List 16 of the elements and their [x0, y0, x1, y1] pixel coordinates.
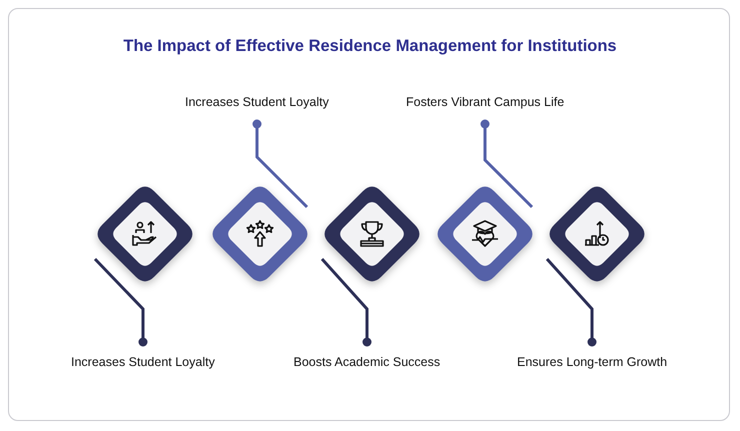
leader-line [94, 258, 148, 346]
benefit-label: Increases Student Loyalty [71, 354, 215, 370]
diamond-badge [324, 186, 420, 282]
benefit-label: Ensures Long-term Growth [517, 354, 668, 370]
benefit-label: Fosters Vibrant Campus Life [406, 94, 564, 110]
diamond-badge [550, 186, 644, 282]
benefit-label: Increases Student Loyalty [185, 94, 329, 110]
leader-line [320, 258, 372, 346]
diamond-badge [212, 186, 308, 282]
leader-line [252, 120, 308, 208]
title: The Impact of Effective Residence Management for Institutions [122, 37, 618, 56]
benefit-label: Boosts Academic Success [294, 354, 440, 370]
leader-line [480, 120, 534, 208]
diamond-badge [438, 186, 532, 282]
leader-line [546, 258, 596, 346]
diamond-badge [98, 186, 192, 282]
